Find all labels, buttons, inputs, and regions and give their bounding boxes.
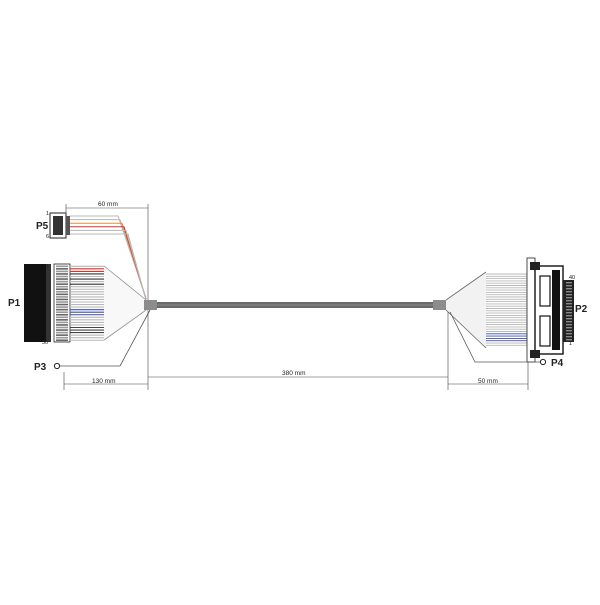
- p2-pin: [566, 333, 572, 335]
- p2-pin: [566, 291, 572, 293]
- p2-pin: [566, 309, 572, 311]
- p1-terminal: [56, 283, 68, 285]
- p2-pin: [566, 339, 572, 341]
- p1-terminal: [56, 273, 68, 275]
- p1-terminal: [56, 293, 68, 296]
- p1-terminal: [56, 303, 68, 306]
- p5-label: P5: [36, 221, 49, 232]
- p1-label: P1: [8, 298, 21, 309]
- p4-label: P4: [551, 358, 564, 369]
- right-fan-length-text: 50 mm: [478, 378, 498, 385]
- p1-terminal: [56, 311, 68, 313]
- p2-pin: [566, 306, 572, 308]
- p1-terminal: [56, 329, 68, 331]
- p2-pin: [566, 282, 572, 284]
- p2-fan-fill: [446, 272, 486, 348]
- p3-ground-lead: [53, 309, 151, 370]
- p1-terminal: [56, 301, 68, 303]
- main-length-text: 380 mm: [282, 370, 305, 377]
- p1-terminal: [56, 285, 68, 288]
- p5-length-text: 60 mm: [98, 201, 118, 208]
- p5-pin-last: 6: [46, 234, 49, 240]
- p2-label: P2: [575, 304, 588, 315]
- p1-terminal: [56, 298, 68, 301]
- p2-fan-top: [445, 271, 487, 301]
- p2-pin-first: 40: [569, 275, 575, 281]
- p1-terminal: [56, 324, 68, 326]
- p1-terminal: [56, 331, 68, 334]
- p4-ground-lead: [449, 311, 547, 366]
- p2-wire-bundle: [445, 271, 528, 349]
- p1-terminal: [56, 265, 68, 268]
- p1-terminal: [56, 288, 68, 291]
- bottom-dimension-lines: [63, 310, 529, 390]
- main-cable: [144, 300, 446, 310]
- p2-pin: [566, 336, 572, 338]
- p5-connector: [49, 212, 70, 239]
- p5-wire: [70, 233, 147, 301]
- p1-terminal: [56, 316, 68, 319]
- p5-wire-bundle: [70, 215, 147, 301]
- p1-terminal: [56, 308, 68, 311]
- p2-pin: [566, 330, 572, 332]
- p2-pin: [566, 318, 572, 320]
- p5-pin-first: 1: [46, 211, 49, 217]
- p2-pin: [566, 294, 572, 296]
- p1-terminal: [56, 296, 68, 298]
- p2-pin-row: [566, 282, 572, 341]
- p2-pin: [566, 300, 572, 302]
- p2-pin: [566, 324, 572, 326]
- p2-pin-last: 1: [569, 341, 572, 347]
- p1-terminal: [56, 319, 68, 321]
- p2-pin: [566, 303, 572, 305]
- p1-terminal: [56, 291, 68, 293]
- p2-pin: [566, 315, 572, 317]
- p1-pin-last: 30: [42, 340, 48, 346]
- p1-fan-fill: [104, 266, 146, 340]
- p1-terminal: [56, 270, 68, 273]
- p1-pin-first: 1: [46, 264, 49, 270]
- p2-pin: [566, 312, 572, 314]
- p1-terminal: [56, 336, 68, 339]
- p2-pin: [566, 321, 572, 323]
- p1-terminal: [56, 334, 68, 336]
- p2-connector: [526, 257, 574, 363]
- p2-fan-bottom: [445, 309, 487, 349]
- p2-pin: [566, 285, 572, 287]
- p5-dimension-line: [65, 204, 149, 300]
- p2-pin: [566, 288, 572, 290]
- p1-terminal: [56, 321, 68, 324]
- p1-terminal: [56, 339, 68, 342]
- p1-terminal: [56, 278, 68, 280]
- p1-terminals: [56, 265, 68, 342]
- p1-wire-bundle: [70, 265, 147, 341]
- p1-terminal: [56, 306, 68, 308]
- p1-terminal: [56, 275, 68, 278]
- p2-pin: [566, 327, 572, 329]
- left-fan-length-text: 130 mm: [92, 378, 115, 385]
- p1-terminal: [56, 313, 68, 316]
- p2-pin: [566, 297, 572, 299]
- p1-terminal: [56, 280, 68, 283]
- p3-label: P3: [34, 362, 47, 373]
- p1-terminal: [56, 268, 68, 270]
- p1-terminal: [56, 326, 68, 329]
